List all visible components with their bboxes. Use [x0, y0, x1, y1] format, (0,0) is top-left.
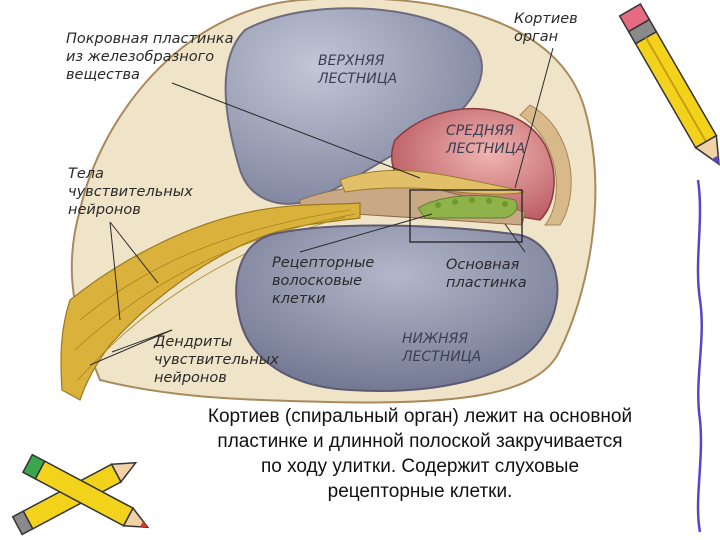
label-line: ВЕРХНЯЯ: [318, 52, 397, 70]
label-line: нейронов: [68, 201, 193, 219]
hair-cell: [502, 201, 508, 207]
hair-cell: [435, 202, 441, 208]
label-line: Рецепторные: [272, 254, 374, 272]
hair-cell: [469, 197, 475, 203]
lower-scala: [236, 226, 557, 391]
label-line: Тела: [68, 165, 193, 183]
label-receptor-hair-cells: Рецепторные волосковые клетки: [272, 254, 374, 308]
label-line: Кортиев: [514, 10, 578, 28]
label-line: чувствительных: [154, 351, 279, 369]
label-line: Дендриты: [154, 333, 279, 351]
label-line: нейронов: [154, 369, 279, 387]
label-line: клетки: [272, 290, 374, 308]
label-line: пластинка: [446, 274, 527, 292]
label-line: ЛЕСТНИЦА: [446, 140, 525, 158]
pencil-icon: [620, 4, 720, 170]
label-dendrites: Дендриты чувствительных нейронов: [154, 333, 279, 387]
hair-cell: [452, 199, 458, 205]
caption-text: Кортиев (спиральный орган) лежит на осно…: [140, 404, 700, 504]
label-line: орган: [514, 28, 578, 46]
label-line: волосковые: [272, 272, 374, 290]
label-line: НИЖНЯЯ: [402, 330, 481, 348]
label-line: ЛЕСТНИЦА: [402, 348, 481, 366]
label-neuron-bodies: Тела чувствительных нейронов: [68, 165, 193, 219]
label-line: Покровная пластинка: [66, 30, 233, 48]
hair-cell: [486, 198, 492, 204]
label-line: СРЕДНЯЯ: [446, 122, 525, 140]
label-upper-scala: ВЕРХНЯЯ ЛЕСТНИЦА: [318, 52, 397, 88]
label-line: из железобразного: [66, 48, 233, 66]
caption-line: Кортиев (спиральный орган) лежит на осно…: [140, 404, 700, 429]
label-line: ЛЕСТНИЦА: [318, 70, 397, 88]
pencil-stripe: [646, 38, 706, 142]
caption-line: по ходу улитки. Содержит слуховые: [140, 454, 700, 479]
label-lower-scala: НИЖНЯЯ ЛЕСТНИЦА: [402, 330, 481, 366]
label-line: Основная: [446, 256, 527, 274]
label-line: вещества: [66, 66, 233, 84]
crossed-pencils-icon: [13, 454, 153, 536]
label-basilar-membrane: Основная пластинка: [446, 256, 527, 292]
label-tectorial-membrane: Покровная пластинка из железобразного ве…: [66, 30, 233, 84]
caption-line: рецепторные клетки.: [140, 479, 700, 504]
label-line: чувствительных: [68, 183, 193, 201]
caption-line: пластинке и длинной полоской закручивает…: [140, 429, 700, 454]
label-organ-of-corti: Кортиев орган: [514, 10, 578, 46]
label-middle-scala: СРЕДНЯЯ ЛЕСТНИЦА: [446, 122, 525, 158]
